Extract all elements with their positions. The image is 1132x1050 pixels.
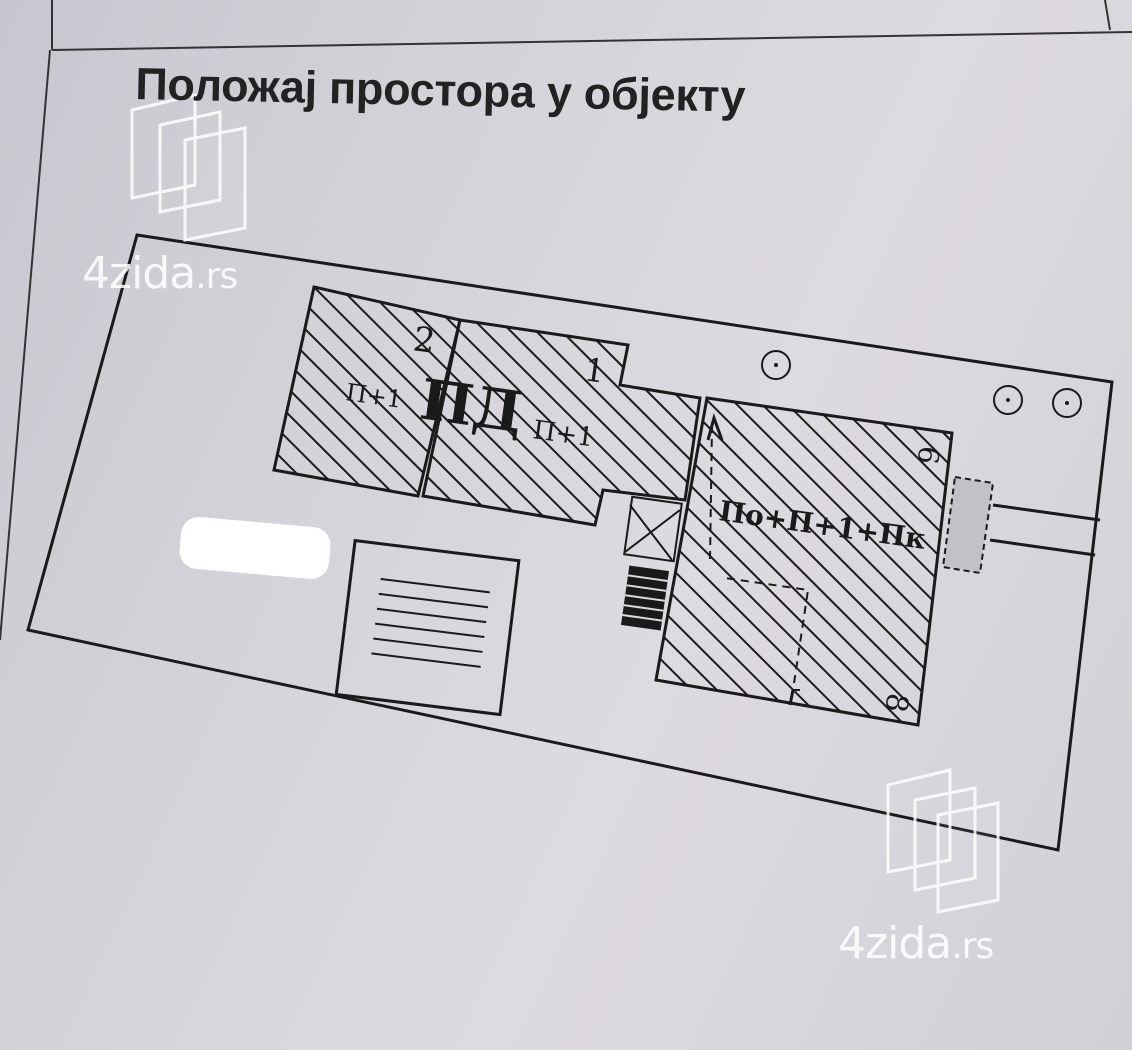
building-left	[272, 285, 462, 498]
tree-icon	[761, 350, 791, 380]
watermark-brand: 4zida	[838, 918, 952, 969]
label-center: ПД	[416, 367, 527, 447]
annex-block	[941, 475, 995, 575]
dashed-outline	[709, 424, 713, 561]
page-border-line	[51, 31, 1132, 51]
redaction-mark	[179, 517, 331, 579]
wall-line	[788, 689, 795, 706]
tree-icon	[993, 385, 1023, 415]
page-border-line	[0, 49, 51, 641]
building-middle	[421, 318, 702, 527]
watermark-brand: 4zida	[82, 248, 196, 299]
watermark-text: 4zida.rs	[82, 248, 238, 299]
elevator-box	[623, 495, 683, 563]
dashed-outline	[724, 577, 810, 691]
lined-box	[334, 538, 521, 717]
tree-icon	[1052, 388, 1082, 418]
elevator-cross	[624, 509, 681, 553]
path-line	[989, 538, 1096, 557]
watermark-tld: .rs	[951, 926, 994, 967]
arrow-icon	[706, 413, 724, 441]
number-right-top: 6	[911, 444, 946, 466]
watermark-logo-icon	[130, 93, 247, 242]
watermark-text: 4zida.rs	[838, 918, 994, 969]
path-line	[992, 503, 1101, 522]
watermark-tld: .rs	[195, 256, 238, 297]
watermark-logo-icon	[886, 768, 1000, 914]
page-border-line	[1104, 0, 1111, 31]
building-right	[654, 396, 954, 727]
parcel-outline	[26, 233, 1114, 852]
stairs-block	[621, 565, 669, 631]
number-right-bottom: 8	[877, 691, 914, 715]
